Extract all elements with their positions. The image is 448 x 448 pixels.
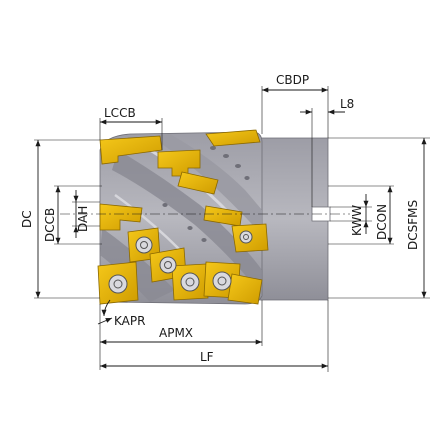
body-highlight-2 [114, 193, 181, 251]
coolant-holes [162, 146, 250, 242]
dccb-label: DCCB [43, 208, 57, 242]
dah-label: DAH [76, 206, 90, 232]
insert-top-1 [99, 135, 163, 165]
screw-icon [108, 274, 128, 294]
kapr-label: KAPR [114, 314, 145, 328]
dcon-label: DCON [375, 204, 389, 240]
cbdp-label: CBDP [276, 73, 309, 87]
insert-mid-1 [177, 171, 219, 195]
insert-top-3 [205, 129, 261, 147]
dcsfms-label: DCSFMS [406, 200, 420, 250]
screw-icon [135, 236, 153, 254]
insert-screws [108, 230, 253, 294]
screw-icon [212, 271, 232, 291]
lf-label: LF [200, 350, 214, 364]
kapr-arc [101, 299, 111, 317]
dc-label: DC [20, 210, 34, 228]
l8-label: L8 [340, 97, 354, 111]
insert-mid-2 [99, 203, 143, 231]
insert-sq-6 [227, 273, 263, 305]
flute-3 [100, 228, 175, 302]
lccb-label: LCCB [104, 106, 136, 120]
kww-label: KWW [350, 205, 364, 236]
screw-icon [180, 272, 200, 292]
screw-icon [159, 256, 177, 274]
flute-1 [112, 150, 262, 296]
dimensions: CBDP L8 LCCB DC DCCB DAH [20, 73, 430, 372]
apmx-label: APMX [159, 326, 193, 340]
screw-icon [239, 230, 253, 244]
